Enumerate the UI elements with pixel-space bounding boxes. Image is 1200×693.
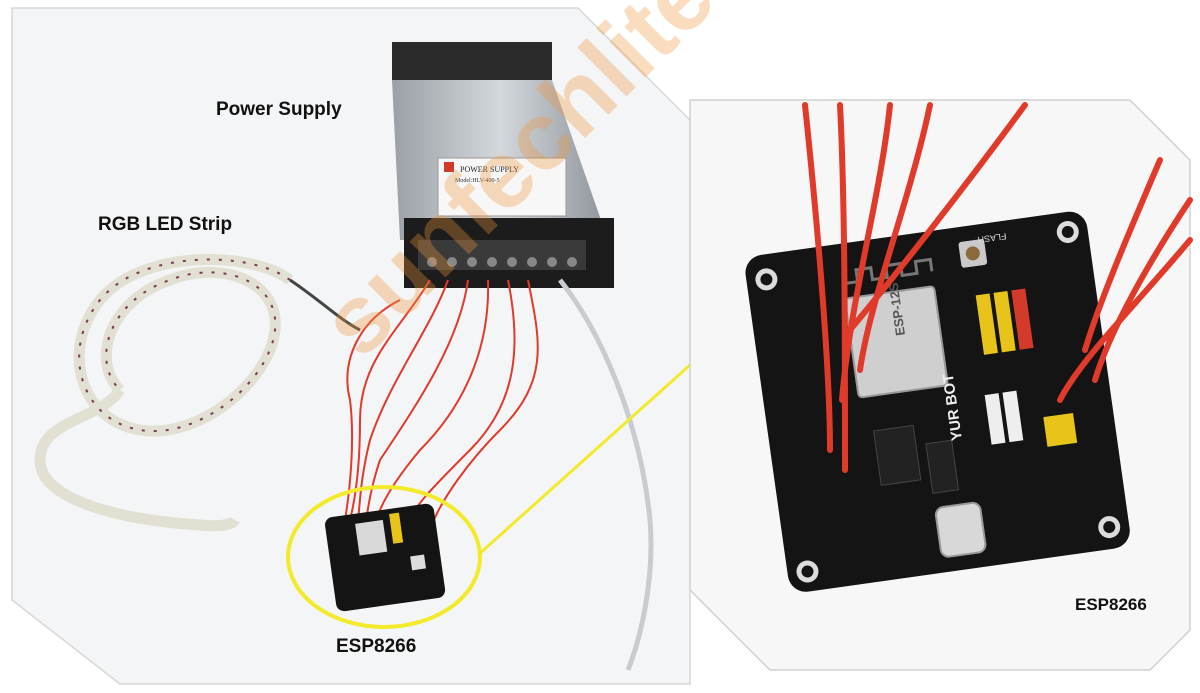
esp8266-label-detail: ESP8266 — [1075, 595, 1147, 614]
power-supply-unit — [392, 42, 614, 288]
power-supply-label: Power Supply — [216, 99, 342, 120]
esp8266-board-large — [745, 211, 1130, 592]
rgb-led-strip — [34, 254, 361, 532]
module-button-text: FLASH — [977, 231, 1007, 245]
usb-c-port — [934, 501, 987, 558]
ac-power-cable — [558, 278, 654, 671]
psu-sticker — [437, 157, 567, 217]
terminal-block — [418, 240, 586, 270]
header-pins-white — [984, 390, 1078, 447]
psu-sticker-title: POWER SUPPLY — [460, 165, 519, 174]
esp8266-label-main: ESP8266 — [336, 636, 417, 657]
red-wires — [344, 279, 539, 531]
esp8266-callout-ring — [286, 485, 482, 629]
detail-red-wires — [802, 102, 1193, 473]
callout-line — [476, 363, 692, 557]
rgb-led-strip-label: RGB LED Strip — [98, 214, 233, 235]
header-pins-yellow — [975, 288, 1034, 355]
module-chip-text: ESP-12S — [886, 281, 908, 336]
esp8266-board-small — [325, 503, 446, 612]
psu-sticker-model: Model:HLV-400-5 — [455, 178, 500, 184]
